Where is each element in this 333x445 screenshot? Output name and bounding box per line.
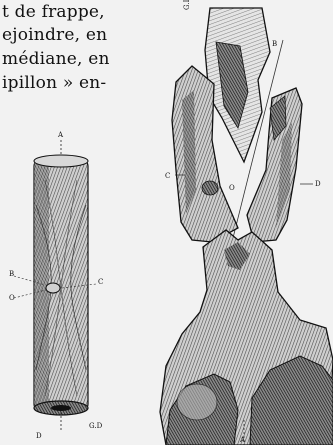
label-cylinder-left-upper: B <box>9 270 14 278</box>
label-bone-bottom: A <box>240 436 245 444</box>
cylinder-bore <box>51 405 71 411</box>
label-cylinder-bottom: D <box>36 432 42 440</box>
fractured-bone-figure <box>160 8 333 445</box>
label-bone-right: D <box>315 180 321 188</box>
cylinder-top <box>34 155 88 167</box>
cylinder-figure <box>14 140 96 430</box>
label-bone-top: B <box>272 40 277 48</box>
label-cylinder-left-lower: O <box>9 294 15 302</box>
impact-point <box>46 283 60 293</box>
label-cylinder-right: C <box>98 278 103 286</box>
label-bone-center: O <box>229 184 235 192</box>
label-cylinder-signature: G.D <box>89 422 102 430</box>
label-bone-signature: G.Dev <box>183 0 191 10</box>
label-bone-left: C <box>165 172 170 180</box>
label-cylinder-top: A <box>58 131 63 139</box>
